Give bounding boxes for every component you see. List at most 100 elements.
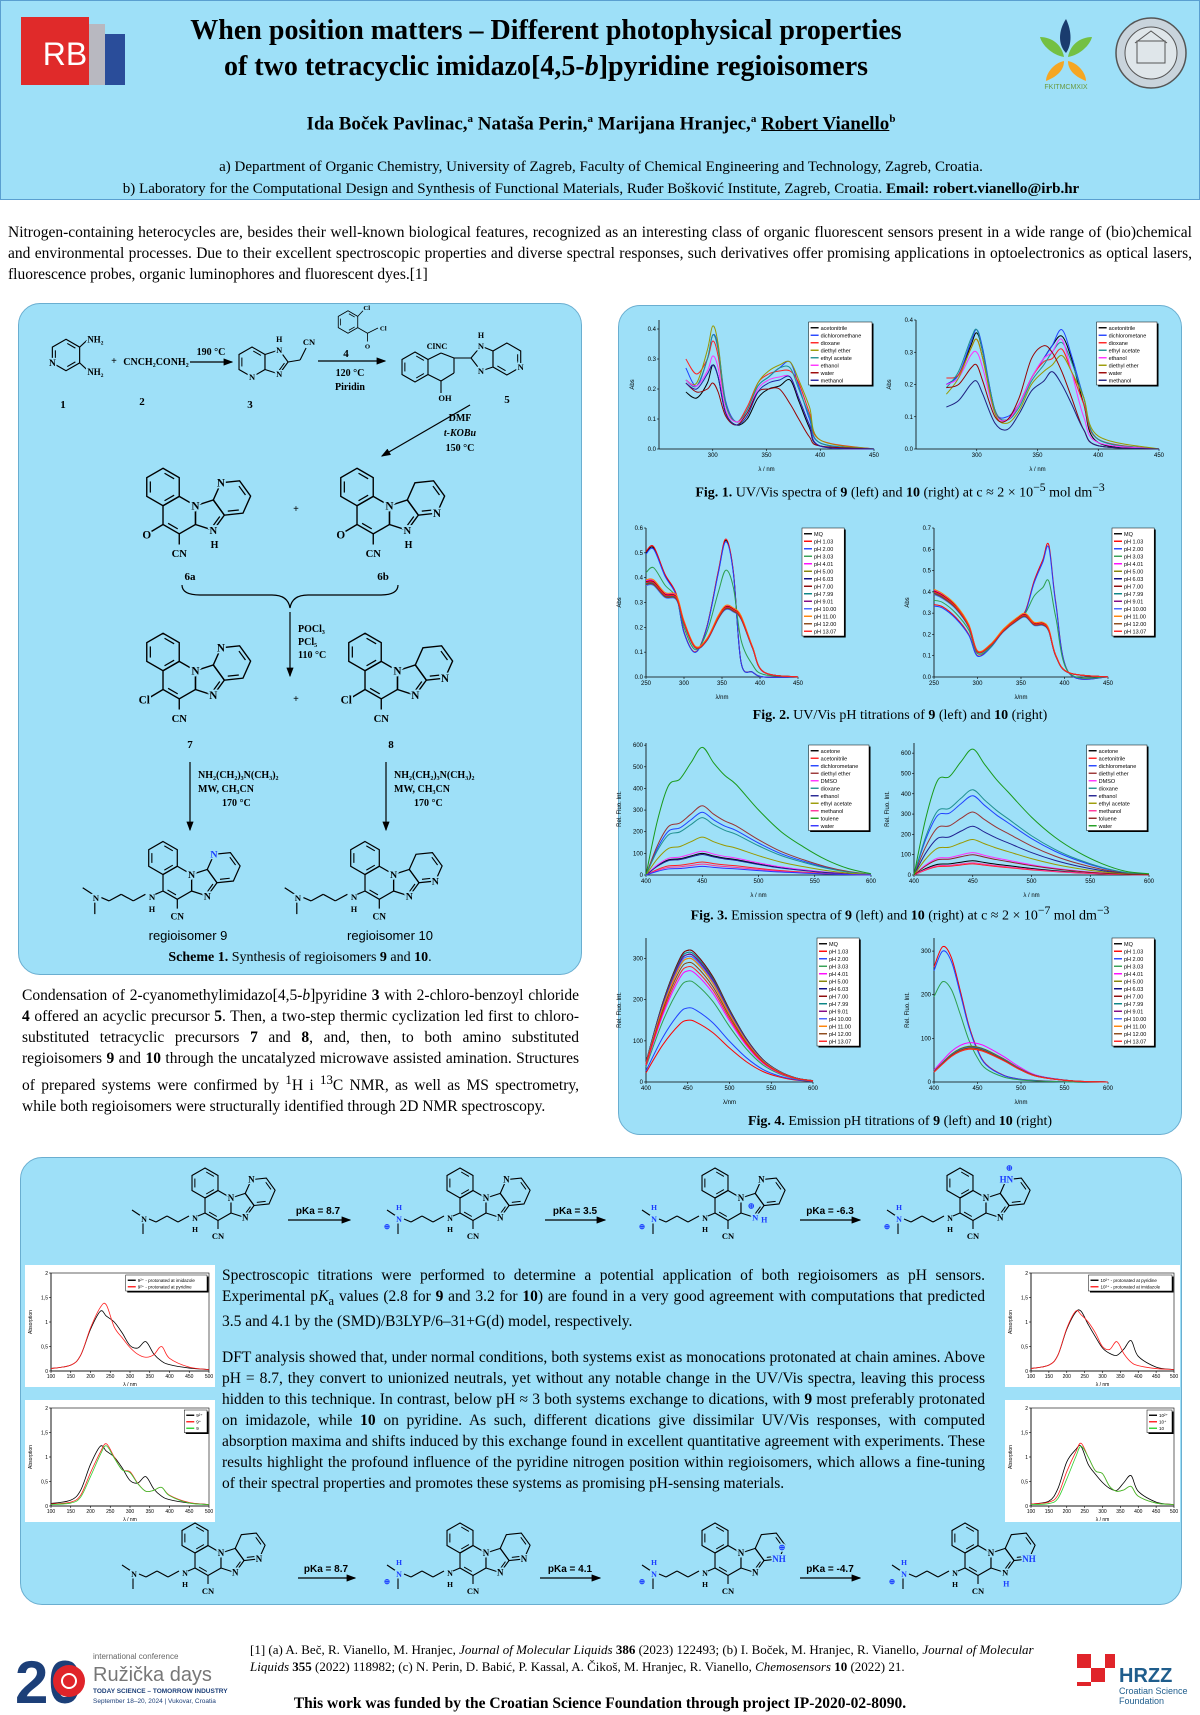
ruzicka-days-logo: 20 international conference Ružička days…	[15, 1649, 228, 1713]
bond	[108, 893, 122, 902]
series-line	[685, 364, 875, 450]
atom-label: H	[276, 335, 283, 344]
text-segment: on pyridine. As such, different dication…	[222, 1412, 985, 1493]
y-tick-label: 0.0	[635, 675, 644, 681]
ring-bond	[406, 480, 446, 516]
atom-label: N	[385, 501, 393, 513]
legend-label: water	[1108, 371, 1123, 377]
series-line	[933, 980, 1109, 1083]
y-tick-label: 2	[1025, 1271, 1028, 1277]
text-segment: K	[318, 1288, 329, 1305]
series-line	[645, 582, 799, 678]
legend-label: pH 4.01	[829, 972, 848, 978]
y-tick-label: 0.6	[635, 526, 644, 532]
y-tick-label: 0	[640, 873, 644, 879]
text-segment: Scheme 1.	[168, 950, 229, 965]
series-line	[913, 748, 1150, 876]
double-bond	[431, 856, 439, 866]
series-line	[933, 1042, 1109, 1083]
legend-label: dioxane	[1099, 787, 1118, 793]
affiliation-b: b) Laboratory for the Computational Desi…	[1, 181, 1200, 198]
text-segment: most preferably protonated on imidazole,…	[222, 1391, 985, 1430]
text-segment: (left) and	[847, 485, 907, 501]
series-line	[933, 1046, 1109, 1083]
x-tick-label: 400	[815, 453, 826, 459]
y-tick-label: 0.7	[923, 526, 932, 532]
atom-label: CN	[373, 913, 387, 923]
text-segment: through the uncatalyzed microwave assist…	[22, 1050, 579, 1095]
bond	[284, 887, 295, 895]
series-line	[933, 591, 1109, 678]
bond	[303, 897, 312, 902]
text-segment: 10	[998, 1114, 1013, 1129]
series-line	[933, 593, 1109, 678]
series-line	[933, 579, 1109, 679]
text-segment: a	[328, 1293, 335, 1309]
legend-label: acetonitrile	[821, 757, 848, 763]
step3-condition: DMF	[449, 413, 472, 424]
y-tick-label: 0,5	[1021, 1480, 1028, 1486]
legend-label: pH 2.00	[1124, 957, 1143, 963]
atom-label: N	[478, 341, 485, 351]
y-tick-label: 400	[901, 792, 912, 798]
double-bond	[369, 889, 379, 896]
text-segment: Emission pH titrations of	[784, 1114, 934, 1129]
legend-label: dichlorometane	[1109, 334, 1147, 340]
x-tick-label: 450	[1103, 681, 1114, 687]
y-tick-label: 0,5	[41, 1480, 48, 1486]
text-segment: UV/Vis pH titrations of	[789, 708, 929, 723]
legend-box	[808, 744, 870, 831]
y-tick-label: 1	[45, 1455, 48, 1461]
text-segment: Chemosensors	[755, 1659, 831, 1674]
text-segment: UV/Vis spectra of	[732, 485, 841, 501]
ring-bond	[492, 342, 522, 376]
atom-label: CN	[171, 913, 185, 923]
title-line-2: of two tetracyclic imidazo[4,5-b]pyridin…	[131, 49, 961, 85]
bond	[133, 893, 146, 902]
fig3-caption: Fig. 3. Emission spectra of 9 (left) and…	[618, 904, 1182, 925]
atom-label: N	[209, 526, 217, 537]
series-line	[933, 1046, 1109, 1083]
poster-title: When position matters – Different photop…	[131, 13, 961, 85]
text-segment: 1	[285, 1072, 292, 1087]
double-bond	[164, 472, 175, 480]
step5-condition: 170 °C	[222, 798, 251, 809]
x-tick-label: 150	[1045, 1509, 1054, 1515]
step2-temperature: 120 °C	[336, 368, 365, 379]
y-tick-label: 0	[1025, 1504, 1028, 1510]
series-line	[933, 592, 1109, 678]
series-line	[933, 1047, 1109, 1083]
series-line	[946, 338, 1160, 450]
legend-label: pH 10.00	[829, 1017, 851, 1023]
text-segment: b	[584, 51, 599, 82]
double-bond	[219, 877, 230, 880]
legend-label: pH 12.00	[829, 1032, 851, 1038]
svg-text:international conference: international conference	[93, 1652, 179, 1661]
y-axis-label: Abs	[905, 597, 911, 607]
x-axis-label: λ/nm	[1014, 1100, 1027, 1106]
bond	[299, 347, 307, 361]
text-segment: 9	[845, 908, 852, 924]
legend-label: pH 7.99	[1124, 592, 1143, 598]
atom-label: N	[149, 892, 156, 902]
legend-label: pH 6.03	[814, 577, 833, 583]
series-line	[685, 334, 875, 450]
y-axis-label: Absorption	[1008, 1445, 1014, 1469]
plus-sign: +	[111, 356, 117, 367]
atom-label: N	[351, 892, 358, 902]
x-tick-label: 400	[1134, 1374, 1143, 1380]
text-segment: 355	[292, 1659, 312, 1674]
series-line	[933, 590, 1109, 678]
text-segment: and	[386, 950, 415, 965]
text-segment: a	[587, 113, 594, 125]
legend-label: pH 12.00	[814, 622, 836, 628]
reagent-2: CNCH₂CONH₂	[123, 357, 188, 368]
atom-label: H	[149, 905, 156, 914]
atom-label: N	[390, 870, 398, 881]
double-bond	[408, 883, 416, 893]
x-tick-label: 450	[185, 1374, 194, 1380]
text-segment: a	[750, 113, 757, 125]
y-tick-label: 0.1	[923, 654, 932, 660]
text-segment: 10	[414, 950, 429, 965]
double-bond	[421, 509, 433, 512]
